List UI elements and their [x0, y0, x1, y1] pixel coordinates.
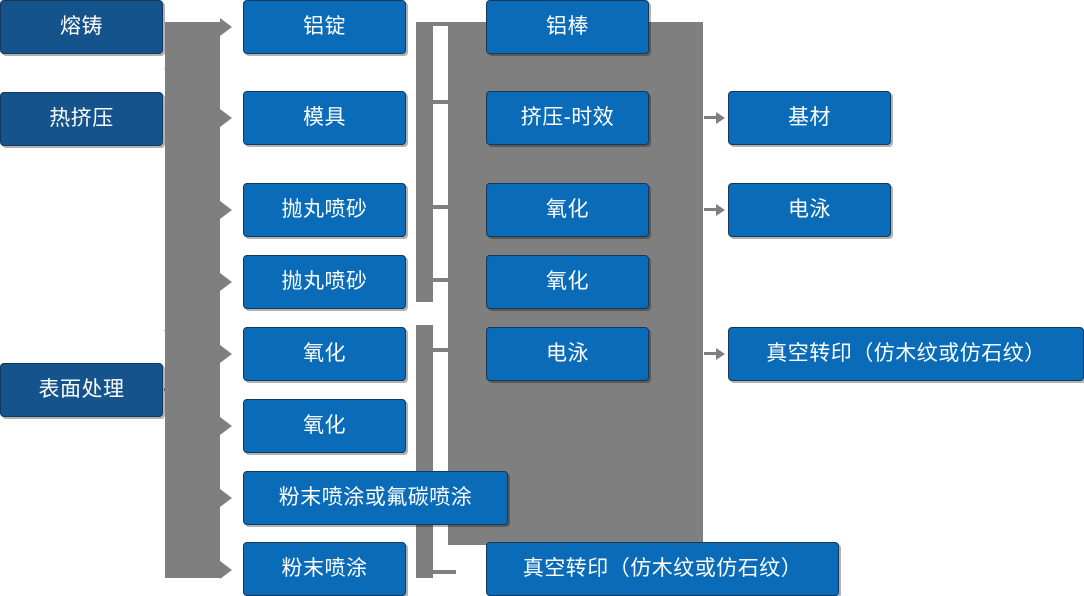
node-label: 熔铸 — [60, 15, 103, 39]
node-stage-surface[interactable]: 表面处理 — [0, 363, 163, 417]
node-label: 氧化 — [546, 270, 589, 294]
node-label: 抛丸喷砂 — [281, 198, 368, 222]
node-op-blast-1[interactable]: 抛丸喷砂 — [243, 183, 406, 237]
arrow-line-substrate — [704, 116, 718, 119]
node-op-blast-2[interactable]: 抛丸喷砂 — [243, 255, 406, 309]
node-label: 电泳 — [546, 342, 589, 366]
node-label: 真空转印（仿木纹或仿石纹） — [522, 557, 803, 581]
trunk-arrowhead-oxidation-2 — [220, 417, 232, 435]
node-result-electro[interactable]: 电泳 — [728, 183, 891, 237]
node-stage-extrude[interactable]: 热挤压 — [0, 92, 163, 146]
bridge-bar-top — [416, 22, 456, 26]
arrow-head-vacuum — [716, 348, 725, 360]
trunk-arrowhead-blast-2 — [220, 273, 232, 291]
trunk-left-vertical — [165, 22, 220, 578]
node-label: 氧化 — [303, 414, 346, 438]
node-label: 基材 — [788, 106, 831, 130]
node-op-oxidation-2[interactable]: 氧化 — [243, 399, 406, 453]
arrow-head-electro — [716, 204, 725, 216]
node-method-oxidation-1[interactable]: 氧化 — [486, 183, 649, 237]
node-label: 粉末喷涂 — [281, 557, 368, 581]
node-label: 挤压-时效 — [520, 106, 615, 130]
node-stage-melting[interactable]: 熔铸 — [0, 0, 163, 54]
node-op-powder-fluor[interactable]: 粉末喷涂或氟碳喷涂 — [243, 471, 508, 525]
trunk-mid-vertical — [416, 22, 433, 302]
node-method-oxidation-2[interactable]: 氧化 — [486, 255, 649, 309]
node-method-electro[interactable]: 电泳 — [486, 327, 649, 381]
node-op-die[interactable]: 模具 — [243, 91, 406, 145]
node-label: 铝锭 — [303, 15, 346, 39]
node-label: 模具 — [303, 106, 346, 130]
node-result-vacuum[interactable]: 真空转印（仿木纹或仿石纹） — [728, 327, 1084, 381]
node-op-oxidation-1[interactable]: 氧化 — [243, 327, 406, 381]
node-method-bar[interactable]: 铝棒 — [486, 0, 649, 54]
node-label: 真空转印（仿木纹或仿石纹） — [766, 342, 1046, 366]
trunk-arrowhead-powder — [220, 561, 232, 579]
trunk-mid-vertical-lower — [416, 325, 433, 578]
node-label: 铝棒 — [546, 15, 589, 39]
node-label: 抛丸喷砂 — [281, 270, 368, 294]
bridge-bar-4 — [416, 348, 456, 352]
node-label: 氧化 — [303, 342, 346, 366]
trunk-left-down-arrow-2 — [164, 330, 182, 341]
bridge-bar-1 — [416, 100, 456, 104]
arrow-line-electro — [704, 208, 718, 211]
elbow-surface-to-trunk — [164, 388, 184, 391]
trunk-arrowhead-die — [220, 109, 232, 127]
node-method-vacuum[interactable]: 真空转印（仿木纹或仿石纹） — [486, 542, 839, 596]
bridge-bar-5 — [416, 570, 456, 574]
trunk-arrowhead-blast-1 — [220, 201, 232, 219]
arrow-head-substrate — [716, 112, 725, 124]
node-op-powder[interactable]: 粉末喷涂 — [243, 542, 406, 596]
trunk-left-down-arrow-1 — [164, 68, 182, 79]
trunk-arrowhead-powder-fluor — [220, 489, 232, 507]
bridge-bar-3 — [416, 278, 456, 282]
node-label: 粉末喷涂或氟碳喷涂 — [278, 486, 473, 510]
node-op-ingot[interactable]: 铝锭 — [243, 0, 406, 54]
arrow-line-vacuum — [704, 352, 718, 355]
node-label: 电泳 — [788, 198, 831, 222]
trunk-arrowhead-oxidation-1 — [220, 345, 232, 363]
node-label: 表面处理 — [38, 378, 125, 402]
node-label: 氧化 — [546, 198, 589, 222]
node-result-substrate[interactable]: 基材 — [728, 91, 891, 145]
node-label: 热挤压 — [49, 107, 114, 131]
bridge-bar-2 — [416, 205, 456, 209]
node-method-extrude-age[interactable]: 挤压-时效 — [486, 91, 649, 145]
trunk-arrowhead-ingot — [220, 18, 232, 36]
